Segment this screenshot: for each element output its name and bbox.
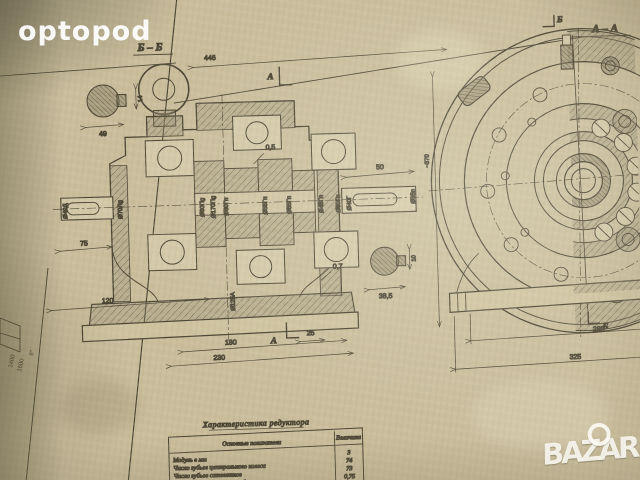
table-col-main: Основные показатели	[222, 439, 281, 448]
characteristics-table: Характеристика редуктора Основные показа…	[167, 417, 365, 480]
dim-base-b: 180	[225, 339, 237, 346]
cut-arrow-a-top-label: А	[266, 71, 273, 81]
frame-line	[173, 36, 587, 104]
axis-dim-4: Ø80Гп	[224, 198, 230, 216]
cut-arrow-a-bottom-label: А	[270, 335, 277, 345]
dim-bore-dia: Ø125А	[230, 292, 237, 311]
seller-watermark: optopod	[18, 16, 152, 47]
oil-plug	[457, 76, 491, 107]
cut-arrow-b-bottom-label: Б	[601, 321, 608, 331]
dim-key-flat: 38,5	[379, 293, 393, 300]
fragment-dim-1400: 1400	[8, 353, 17, 368]
table-col-value: Величина	[336, 434, 361, 442]
table-row-value: 0,75	[344, 473, 355, 480]
dim-overall-height: ~370	[425, 153, 431, 167]
axis-dim-8: Ø50Гп	[336, 194, 342, 212]
dim-left-offset: 75	[80, 240, 88, 247]
dim-base-c: 230	[213, 355, 225, 362]
axis-dim-7: Ø45Гп	[319, 195, 325, 213]
dim-shaft-length: 50	[376, 164, 384, 171]
dim-detail-key: 14	[138, 95, 144, 103]
dim-chamfer-a: 0,5	[265, 144, 275, 151]
table-row-label: Модуль в мм	[172, 456, 207, 464]
axis-dim-5: Ø55Гп	[263, 196, 269, 214]
table-row-value: 74	[346, 457, 352, 464]
axis-dim-3: Ø170Пg	[211, 196, 218, 218]
axis-dim-6: Ø55Гп	[287, 196, 293, 214]
dim-key-width: 10	[411, 254, 417, 262]
axis-dim-1: Ø70Лg	[118, 200, 125, 219]
bolt-holes	[480, 87, 569, 282]
right-view-section: А – А	[424, 14, 640, 373]
margin-fragment-dims: 1400 1600 8°	[8, 349, 36, 372]
fragment-dim-1600: 1600	[17, 357, 26, 372]
dim-overall-width: 446	[204, 55, 216, 62]
input-key-detail	[85, 84, 137, 127]
dim-right-base-b: 325	[569, 354, 581, 361]
left-view-section: Б – Б 49 14	[44, 41, 455, 369]
cut-arrow-b-top-label: Б	[556, 14, 563, 24]
fragment-dim-8deg: 8°	[29, 349, 36, 356]
dim-base-a: 120	[102, 298, 114, 305]
axis-dim-2: Ø60Пg	[200, 198, 207, 217]
axis-dim-9: Ø40Г	[347, 195, 353, 211]
table-row-value: 3	[346, 449, 350, 456]
table-rows: Модуль в мм Число зубьев центрального ко…	[172, 449, 356, 480]
output-key-detail	[368, 247, 410, 290]
dim-detail-width: 49	[99, 131, 107, 138]
dim-flange-edge: 25	[307, 330, 315, 337]
dim-shaft-dia: Ø35п	[411, 189, 417, 204]
marketplace-watermark: BAZAR	[536, 422, 640, 479]
table-row-label: Число зубьев центрального колеса	[173, 463, 266, 473]
dim-chamfer-b: 0,7	[333, 263, 343, 270]
axis-dim-0: Ø40Д	[63, 203, 69, 219]
table-row-value: 73	[346, 465, 352, 472]
